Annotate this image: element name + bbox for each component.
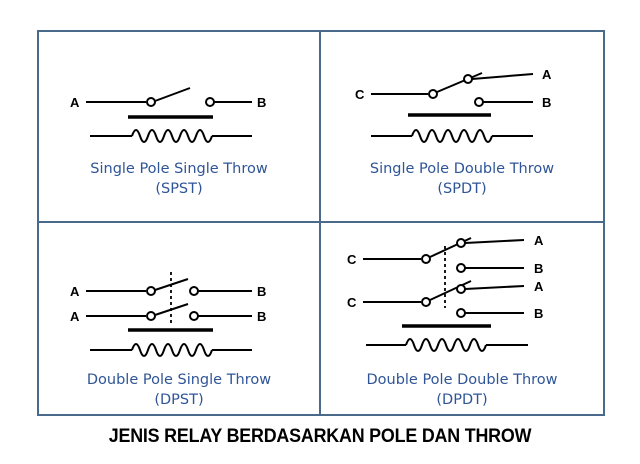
terminal-label: B	[542, 95, 551, 110]
relay-coil	[90, 129, 252, 143]
caption-abbr: (DPDT)	[436, 392, 488, 408]
spdt-schematic	[371, 72, 534, 143]
terminal-label: C	[347, 295, 357, 310]
terminal-label: B	[534, 261, 543, 276]
dpdt-schematic	[363, 237, 528, 352]
terminal-label: A	[70, 95, 80, 110]
caption-name: Double Pole Double Throw	[366, 372, 558, 388]
dpst-schematic	[86, 272, 252, 357]
relay-coil	[90, 343, 252, 357]
dpst-caption: Double Pole Single Throw (DPST)	[38, 370, 320, 410]
relay-coil	[371, 129, 533, 143]
caption-name: Single Pole Double Throw	[369, 161, 555, 177]
terminal-label: B	[534, 306, 543, 321]
caption-name: Double Pole Single Throw	[86, 372, 272, 388]
terminal-label: B	[257, 284, 266, 299]
figure-title: JENIS RELAY BERDASARKAN POLE DAN THROW	[108, 426, 532, 447]
terminal-label: A	[70, 309, 80, 324]
caption-abbr: (DPST)	[154, 392, 204, 408]
spst-caption: Single Pole Single Throw (SPST)	[38, 159, 320, 199]
caption-name: Single Pole Single Throw	[90, 161, 268, 177]
terminal-label: C	[347, 252, 357, 267]
spdt-caption: Single Pole Double Throw (SPDT)	[320, 159, 604, 199]
terminal-label: C	[355, 87, 365, 102]
terminal-label: A	[534, 279, 544, 294]
terminal-label: B	[257, 309, 266, 324]
caption-abbr: (SPDT)	[437, 181, 487, 197]
terminal-label: B	[257, 95, 266, 110]
relay-coil	[366, 338, 528, 352]
dpdt-caption: Double Pole Double Throw (DPDT)	[320, 370, 604, 410]
spst-schematic	[86, 87, 252, 143]
terminal-label: A	[534, 233, 544, 248]
terminal-label: A	[542, 67, 552, 82]
caption-abbr: (SPST)	[155, 181, 203, 197]
terminal-label: A	[70, 284, 80, 299]
